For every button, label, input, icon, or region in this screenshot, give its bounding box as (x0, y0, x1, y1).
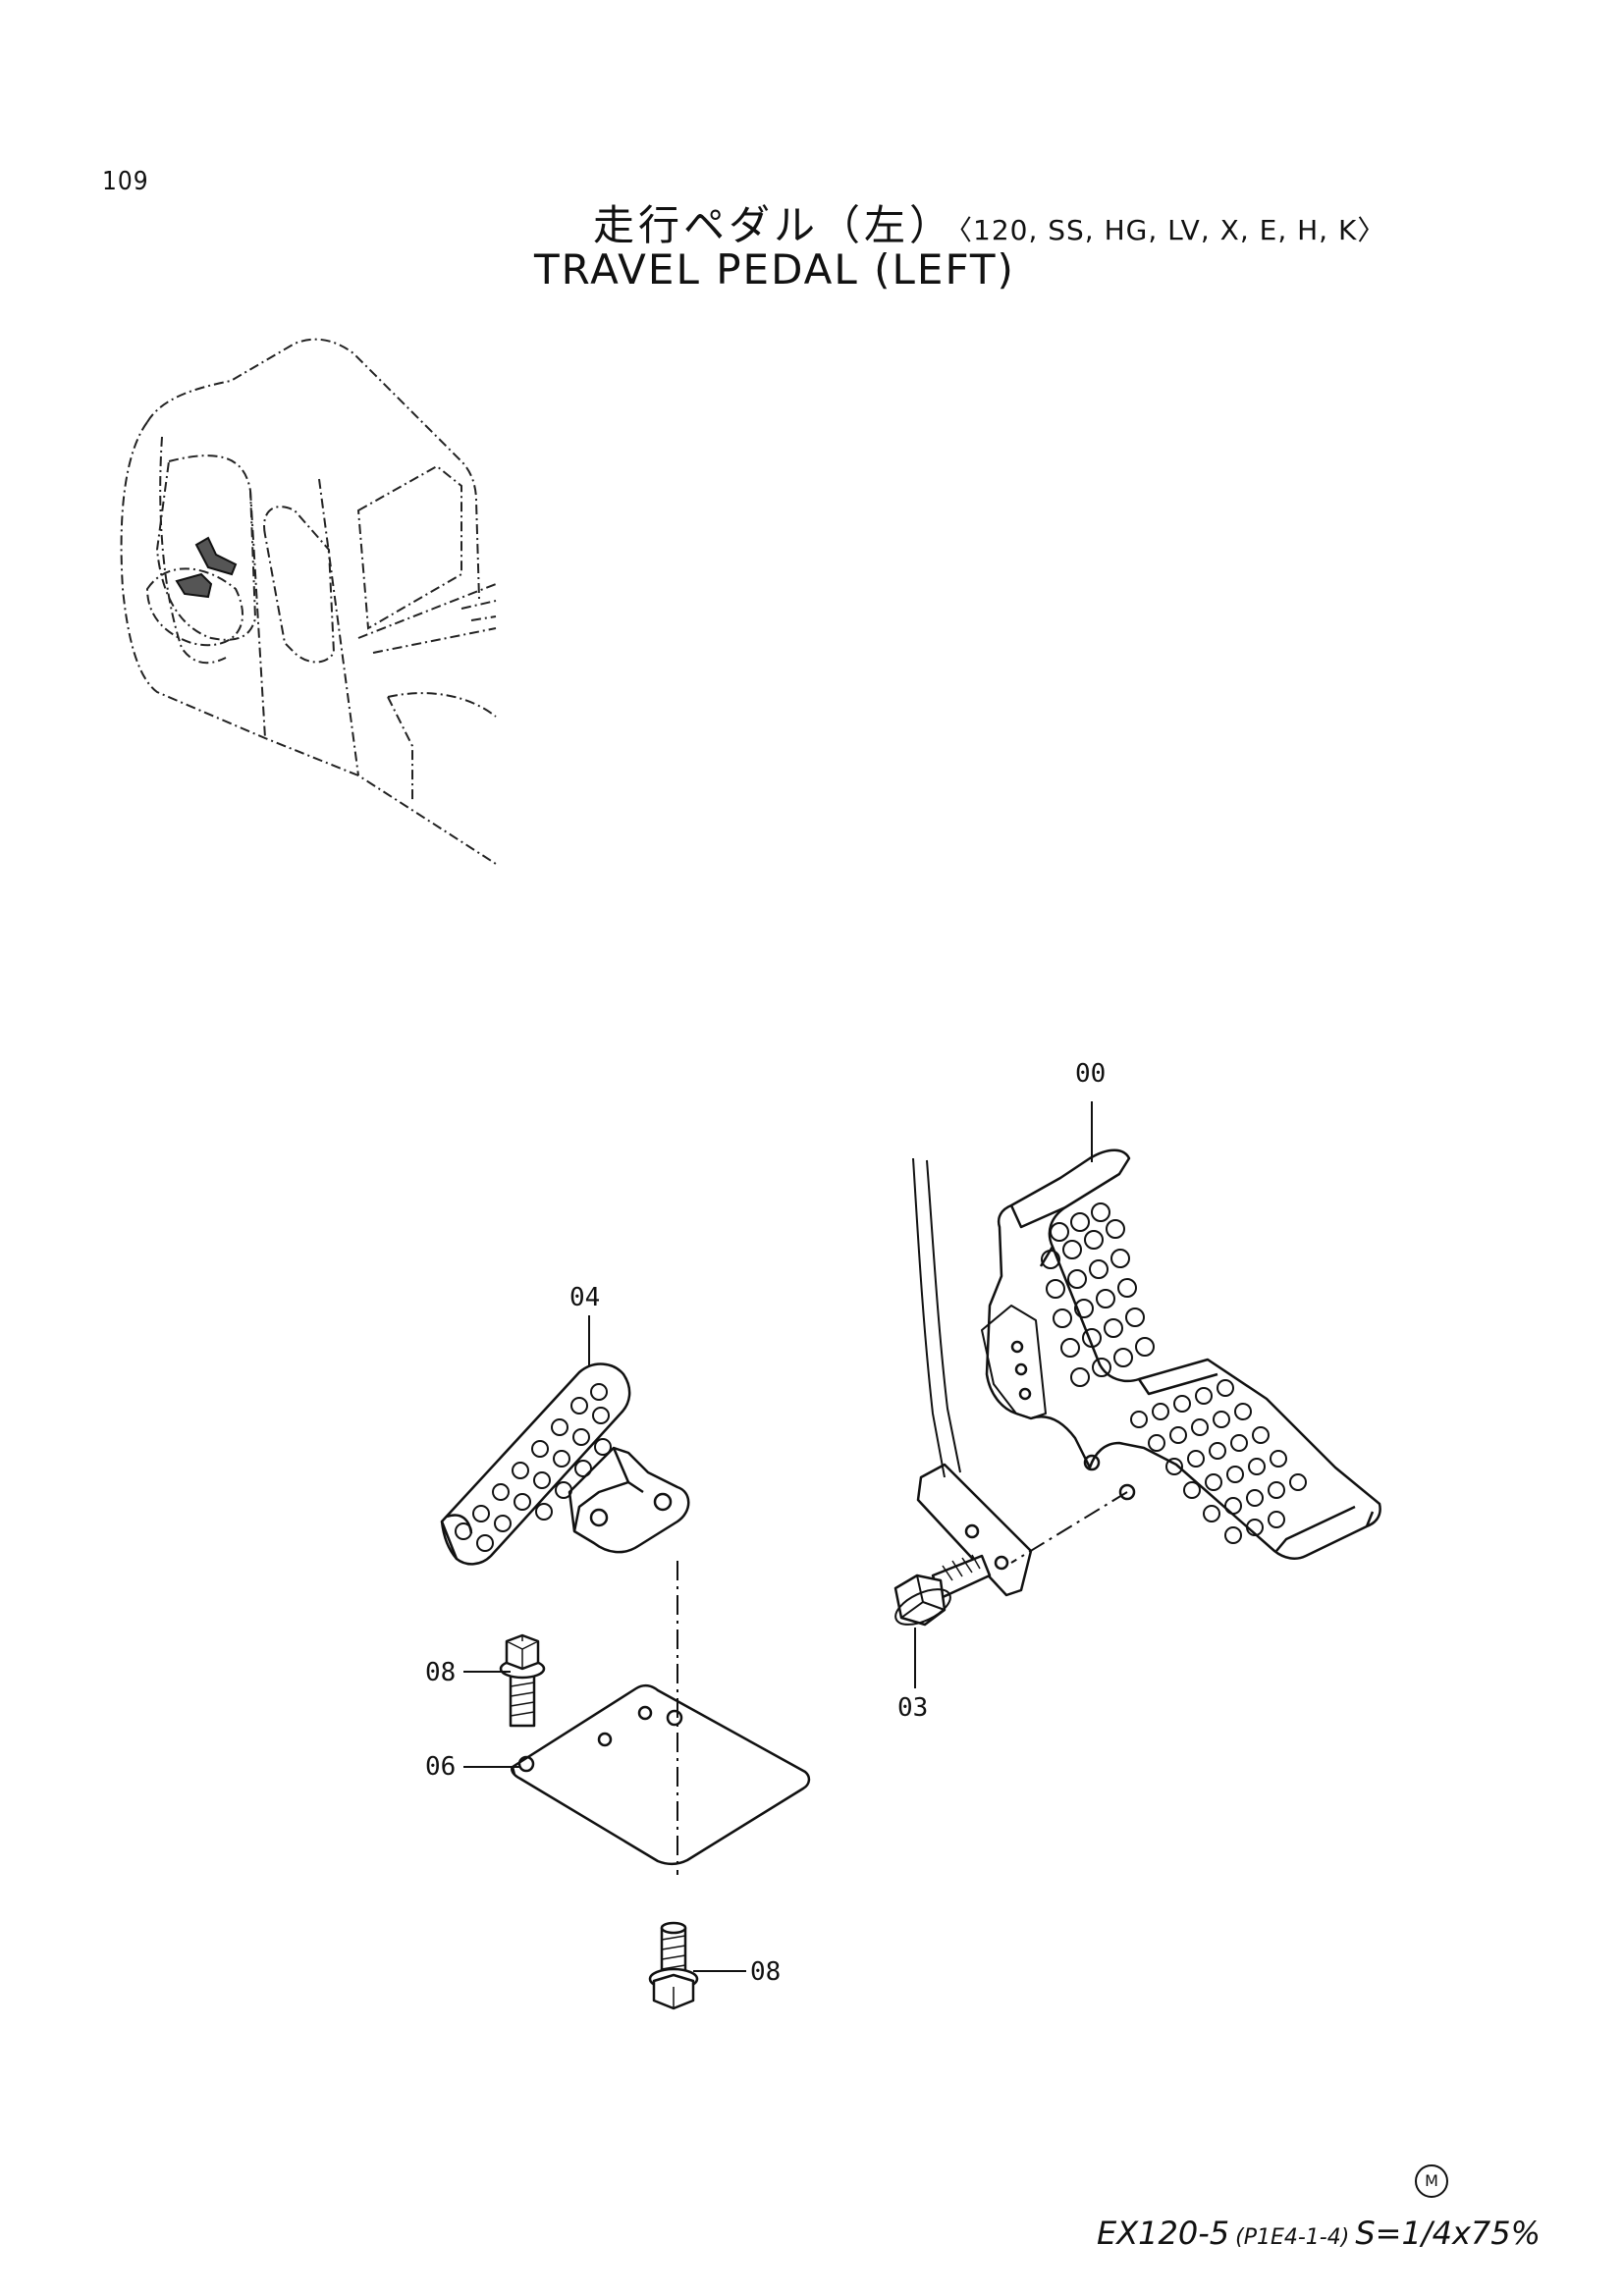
title-model-variants: 〈120, SS, HG, LV, X, E, H, K〉 (958, 214, 1386, 246)
footer-model-name: EX120-5 (1097, 2215, 1230, 2252)
floor-plate-06 (511, 1561, 811, 1875)
callout-03: 03 (897, 1693, 928, 1723)
title-english: TRAVEL PEDAL (LEFT) (534, 245, 1015, 294)
flange-bolt-08-upper (499, 1633, 546, 1728)
hex-bolt-03 (893, 1554, 992, 1627)
footer-scale: S=1/4x75% (1355, 2215, 1542, 2252)
footer-marker-circle: M (1415, 2164, 1448, 2198)
pedal-assembly-00 (912, 1148, 1381, 1597)
title-japanese-line: 走行ペダル（左）〈120, SS, HG, LV, X, E, H, K〉 (593, 192, 1385, 252)
pedal-04 (440, 1362, 690, 1566)
cab-pedal-highlight (175, 536, 238, 599)
callout-08-lower: 08 (750, 1957, 781, 1987)
callout-04: 04 (569, 1283, 600, 1312)
flange-bolt-08-lower (648, 1921, 699, 2010)
callout-06: 06 (425, 1752, 456, 1782)
footer-model-line: EX120-5(P1E4-1-4)S=1/4x75% (1097, 2215, 1541, 2252)
footer-page-code: (P1E4-1-4) (1235, 2225, 1350, 2250)
page-number: 109 (102, 167, 149, 196)
callout-08-upper: 08 (425, 1658, 456, 1687)
callout-00: 00 (1075, 1059, 1106, 1089)
cab-overview-illustration (120, 338, 497, 865)
title-japanese: 走行ペダル（左） (593, 201, 955, 249)
leader-lines (463, 1101, 1093, 1972)
